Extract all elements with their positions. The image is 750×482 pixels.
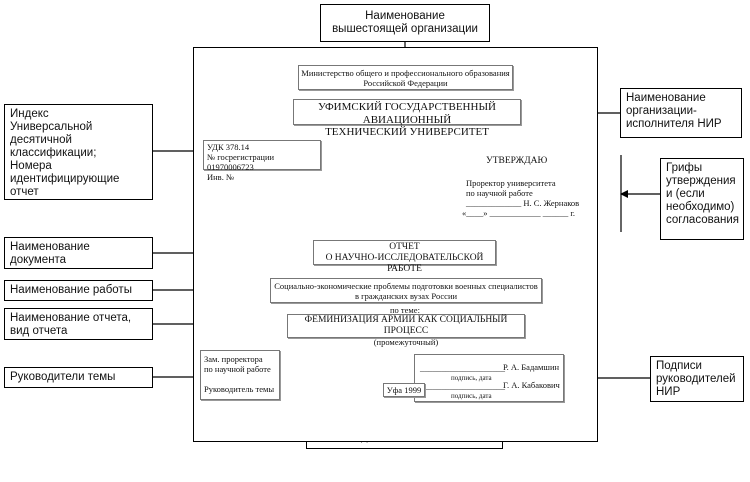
- callout-work-name: Наименование работы: [4, 280, 153, 301]
- callout-text: отчет: [10, 186, 39, 198]
- callout-text: согласования: [666, 214, 739, 226]
- leaders-field: Зам. проректора по научной работе Руково…: [200, 350, 280, 400]
- callout-text: Грифы: [666, 162, 703, 174]
- leader-line: Руководитель темы: [204, 384, 275, 394]
- callout-text: Универсальной: [10, 121, 93, 133]
- work-title-field: Социально-экономические проблемы подгото…: [270, 278, 542, 303]
- callout-text: Наименование: [10, 241, 90, 253]
- udk-field: УДК 378.14 № госрегистрации 01970006723 …: [203, 140, 321, 182]
- place-date-field: Уфа 1999: [383, 383, 425, 397]
- udk-line: № госрегистрации 01970006723: [207, 152, 275, 172]
- sign2-caption: подпись, дата: [451, 392, 492, 400]
- callout-text: вышестоящей организации: [332, 23, 478, 35]
- callout-text: Руководители темы: [10, 371, 116, 383]
- callout-text: Наименование: [365, 10, 445, 22]
- callout-udk-index: Индекс Универсальной десятичной классифи…: [4, 104, 153, 200]
- report-title-line: ОТЧЕТ: [389, 242, 420, 252]
- callout-higher-organization: Наименование вышестоящей организации: [320, 4, 490, 42]
- university-line: УФИМСКИЙ ГОСУДАРСТВЕННЫЙ АВИАЦИОННЫЙ: [318, 101, 496, 126]
- callout-text: организации-: [626, 105, 697, 117]
- sign2-name: Г. А. Кабакович: [503, 380, 560, 390]
- work-title-line: Социально-экономические проблемы подгото…: [274, 281, 538, 291]
- topic-kind: (промежуточный): [373, 337, 439, 347]
- approve-line: по научной работе: [466, 188, 533, 198]
- callout-text: Подписи: [656, 360, 702, 372]
- leader-line: Зам. проректора: [204, 354, 263, 364]
- university-line: ТЕХНИЧЕСКИЙ УНИВЕРСИТЕТ: [325, 126, 489, 138]
- callout-report-type: Наименование отчета, вид отчета: [4, 308, 153, 340]
- leader-line: [204, 374, 276, 384]
- callout-text: Наименование работы: [10, 284, 132, 296]
- callout-approval-stamps: Грифы утверждения и (если необходимо) со…: [660, 158, 744, 240]
- callout-text: десятичной: [10, 134, 72, 146]
- udk-line: УДК 378.14: [207, 142, 250, 152]
- ministry-line: Российской Федерации: [363, 78, 448, 88]
- report-title-line: О НАУЧНО-ИССЛЕДОВАТЕЛЬСКОЙ РАБОТЕ: [325, 253, 484, 274]
- callout-text: вид отчета: [10, 325, 68, 337]
- topic-field: ФЕМИНИЗАЦИЯ АРМИИ КАК СОЦИАЛЬНЫЙ ПРОЦЕСС…: [287, 314, 525, 347]
- callout-text: Наименование отчета,: [10, 312, 132, 324]
- topic-label: по теме:: [390, 305, 420, 315]
- callout-text: Номера: [10, 160, 52, 172]
- udk-line: Инв. №: [207, 172, 235, 182]
- callout-text: Наименование: [626, 92, 706, 104]
- university-field: УФИМСКИЙ ГОСУДАРСТВЕННЫЙ АВИАЦИОННЫЙ ТЕХ…: [293, 99, 521, 138]
- callout-signatures: Подписи руководителей НИР: [650, 356, 744, 402]
- callout-text: классификации;: [10, 147, 97, 159]
- callout-text: документа: [10, 254, 67, 266]
- approve-signature: _____________ Н. С. Жернаков: [466, 198, 580, 208]
- sign2-line: ____________________: [420, 381, 505, 391]
- callout-theme-leaders: Руководители темы: [4, 367, 153, 388]
- callout-executor-organization: Наименование организации- исполнителя НИ…: [620, 88, 742, 138]
- sign1-caption: подпись, дата: [451, 374, 492, 382]
- callout-text: необходимо): [666, 201, 735, 213]
- report-title-field: ОТЧЕТ О НАУЧНО-ИССЛЕДОВАТЕЛЬСКОЙ РАБОТЕ: [313, 240, 496, 274]
- topic-title: ФЕМИНИЗАЦИЯ АРМИИ КАК СОЦИАЛЬНЫЙ ПРОЦЕСС: [304, 315, 508, 336]
- place-date: Уфа 1999: [386, 385, 422, 395]
- callout-text: Индекс: [10, 108, 49, 120]
- approve-date: «____» ____________ ______ г.: [462, 208, 576, 218]
- signatures-field: ____________________ Р. А. Бадамшин подп…: [414, 354, 564, 402]
- sign1-line: ____________________: [420, 363, 505, 373]
- callout-document-name: Наименование документа: [4, 237, 153, 269]
- approve-line: Проректор университета: [466, 178, 556, 188]
- work-title-line: в гражданских вузах России: [354, 291, 458, 301]
- ministry-field: Министерство общего и профессионального …: [298, 65, 513, 90]
- callout-text: руководителей: [656, 373, 736, 385]
- sign1-name: Р. А. Бадамшин: [503, 362, 560, 372]
- ministry-line: Министерство общего и профессионального …: [301, 68, 510, 78]
- callout-text: НИР: [656, 386, 681, 398]
- callout-text: идентифицирующие: [10, 173, 120, 185]
- callout-text: утверждения: [666, 175, 736, 187]
- callout-text: исполнителя НИР: [626, 118, 722, 130]
- approve-title: УТВЕРЖДАЮ: [486, 156, 548, 166]
- leader-line: по научной работе: [204, 364, 271, 374]
- callout-text: и (если: [666, 188, 705, 200]
